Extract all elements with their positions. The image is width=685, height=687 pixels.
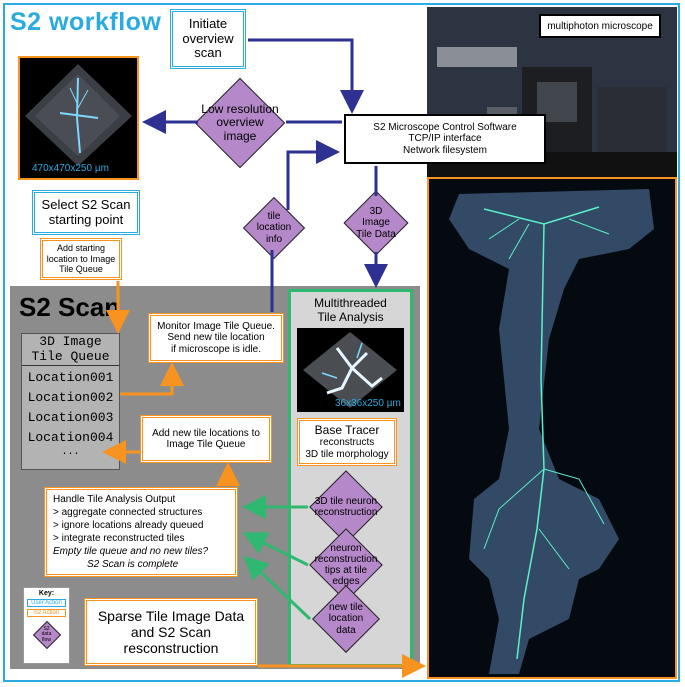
handle-title: Handle Tile Analysis Output — [53, 494, 176, 505]
neuron-image-graphic — [449, 189, 654, 674]
base-tracer-box: Base Tracer reconstructs 3D tile morphol… — [297, 418, 397, 466]
key-flow-label: S2 data flow — [41, 625, 52, 643]
queue-header-1: 3D Image — [39, 334, 102, 349]
low-res-overview-diamond: Low resolution overview image — [194, 77, 286, 169]
queue-ellipsis: ... — [61, 447, 80, 458]
base-tracer-title: Base Tracer — [314, 422, 380, 437]
image-tile-label: 3D Image Tile Data — [356, 206, 396, 240]
key-flow-diamond: S2 data flow — [32, 620, 62, 650]
key-title: Key: — [38, 590, 55, 597]
handle-line2: > ignore locations already queued — [53, 520, 204, 531]
handle-tile-analysis-box: Handle Tile Analysis Output > aggregate … — [44, 487, 238, 577]
monitor-queue-box: Monitor Image Tile Queue. Send new tile … — [148, 313, 284, 363]
tile-caption: 36x36x250 µm — [335, 398, 401, 409]
monitor-line2: Send new tile location — [167, 332, 265, 344]
microscope-label-box: multiphoton microscope — [539, 14, 661, 38]
queue-item: Location002 — [27, 390, 114, 405]
select-starting-point-box: Select S2 Scan starting point — [32, 190, 140, 235]
add-new-tile-locations-box: Add new tile locations to Image Tile Que… — [140, 415, 272, 463]
control-line3: Network filesystem — [403, 144, 487, 156]
handle-line1: > aggregate connected structures — [53, 507, 203, 518]
sparse-tile-data-box: Sparse Tile Image Data and S2 Scan resco… — [84, 598, 258, 666]
sparse-label: Sparse Tile Image Data and S2 Scan resco… — [97, 607, 245, 657]
initiate-overview-scan-box: Initiate overview scan — [170, 9, 246, 69]
tile-location-info-diamond: tile location info — [242, 196, 306, 260]
image-tile-queue: 3D Image Tile Queue Location001 Location… — [21, 333, 120, 470]
low-res-label: Low resolution overview image — [201, 101, 279, 143]
handle-line4: Empty tile queue and no new tiles? — [53, 546, 209, 557]
new-tile-location-label: new tile location data — [328, 602, 364, 636]
add-new-label: Add new tile locations to Image Tile Que… — [152, 427, 260, 451]
overview-image-graphic — [25, 64, 132, 166]
control-line1: S2 Microscope Control Software — [373, 121, 517, 133]
base-tracer-line2: 3D tile morphology — [305, 448, 389, 460]
reconstruction-tips-diamond: neuron reconstruction tips at tile edges — [304, 528, 388, 602]
microscope-photo: multiphoton microscope — [427, 7, 677, 177]
select-label: Select S2 Scan starting point — [41, 196, 131, 227]
queue-item: Location003 — [27, 410, 114, 425]
control-line2: TCP/IP interface — [408, 133, 482, 145]
add-starting-location-box: Add starting location to Image Tile Queu… — [40, 238, 122, 280]
key-user-action: User Action — [27, 599, 66, 607]
outer-frame — [3, 3, 680, 682]
queue-item: Location004 — [27, 430, 114, 445]
queue-divider — [22, 365, 119, 366]
control-software-box: S2 Microscope Control Software TCP/IP in… — [344, 114, 546, 164]
key-s2-action: S2 Action — [27, 609, 66, 617]
s2-scan-title: S2 Scan — [19, 292, 121, 322]
monitor-line1: Monitor Image Tile Queue. — [157, 320, 275, 332]
diagram-title: S2 workflow — [10, 8, 162, 36]
tile-image: 36x36x250 µm — [297, 328, 404, 412]
tile-reconstruction-label: 3D tile neuron reconstruction — [314, 495, 378, 518]
queue-item: Location001 — [27, 370, 114, 385]
overview-caption: 470x470x250 µm — [32, 163, 109, 174]
multithreaded-title: Multithreaded Tile Analysis — [290, 296, 411, 324]
multithreaded-line2: Tile Analysis — [317, 310, 384, 324]
reconstruction-tips-label: neuron reconstruction tips at tile edges — [314, 542, 378, 588]
new-tile-location-diamond: new tile location data — [306, 584, 386, 654]
multithreaded-line1: Multithreaded — [314, 296, 387, 310]
image-tile-data-diamond: 3D Image Tile Data — [343, 190, 409, 256]
neuron-reconstruction-image — [427, 177, 677, 679]
tile-reconstruction-diamond: 3D tile neuron reconstruction — [304, 470, 388, 544]
base-tracer-line1: reconstructs — [319, 437, 375, 449]
queue-header-2: Tile Queue — [31, 349, 110, 364]
handle-line5: S2 Scan is complete — [87, 559, 179, 570]
handle-line3: > integrate reconstructed tiles — [53, 533, 185, 544]
microscope-label: multiphoton microscope — [547, 20, 653, 32]
tile-location-label: tile location info — [256, 211, 292, 245]
monitor-line3: if microscope is idle. — [170, 343, 262, 355]
initiate-label: Initiate overview scan — [182, 15, 234, 61]
overview-image: 470x470x250 µm — [18, 56, 139, 180]
tile-image-graphic — [303, 332, 397, 408]
key-user-label: User Action — [31, 600, 62, 606]
add-starting-label: Add starting location to Image Tile Queu… — [46, 243, 116, 275]
key-s2-label: S2 Action — [33, 610, 60, 616]
legend-key: Key: User Action S2 Action S2 data flow — [23, 587, 70, 664]
